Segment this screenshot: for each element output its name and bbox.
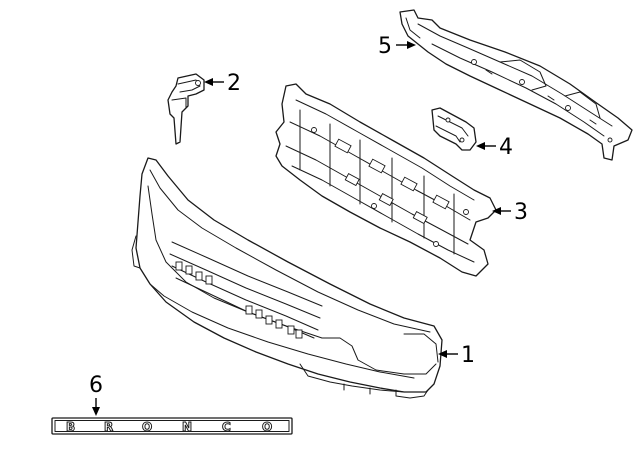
callout-3: 3 [492,200,528,225]
arrow-icon [476,142,485,150]
emblem-letter: R [104,420,113,434]
arrow-icon [407,41,416,49]
emblem-letter: N [182,420,192,434]
callout-label-6: 6 [89,373,103,398]
callout-label-5: 5 [378,34,392,59]
part-4-mounting-bracket [431,107,477,151]
part-5-upper-support-bracket [399,9,633,161]
arrow-icon [92,407,100,416]
callout-label-3: 3 [514,200,528,225]
emblem-letter: B [66,420,75,434]
emblem-letter: O [262,420,272,434]
callout-5: 5 [378,34,416,59]
callout-2: 2 [204,71,241,96]
part-1-front-bumper-cover [131,157,443,399]
emblem-letter: C [222,420,231,434]
callout-6: 6 [89,373,103,416]
callout-1: 1 [438,343,475,368]
arrow-icon [438,350,447,358]
arrow-icon [204,78,213,86]
part-2-bracket [167,73,205,145]
callout-label-2: 2 [227,71,241,96]
callout-4: 4 [476,135,513,160]
callout-label-4: 4 [499,135,513,160]
emblem-letter: O [142,420,152,434]
arrow-icon [492,207,501,215]
part-6-bronco-emblem: B R O N C O [51,417,293,435]
callout-label-1: 1 [461,343,475,368]
part-3-grille-carrier [275,83,497,277]
bumper-grille-slots [175,261,303,339]
